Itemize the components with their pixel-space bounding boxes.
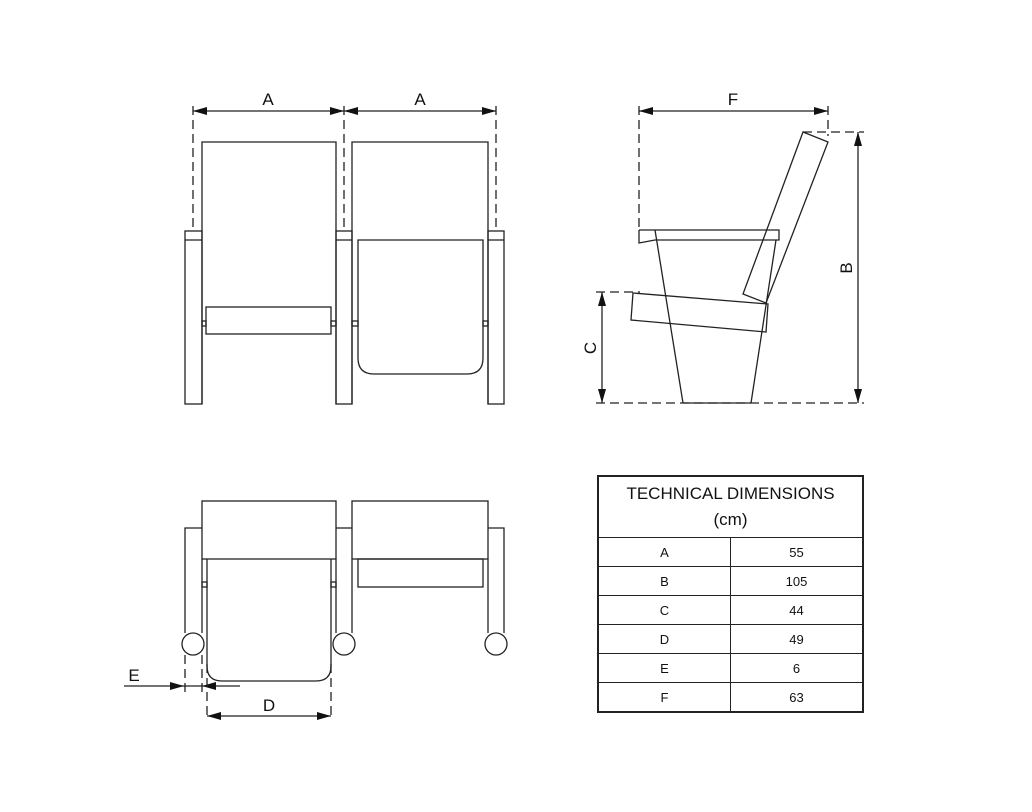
- dim-label-a2: A: [414, 90, 426, 109]
- armrest-end-middle: [332, 632, 356, 656]
- arrowhead: [330, 107, 344, 115]
- folded-seat: [205, 306, 332, 335]
- seat-back-right: [351, 141, 489, 404]
- dim-label-d: D: [263, 696, 275, 715]
- dim-label-c: C: [581, 342, 600, 354]
- armrest-side: [638, 229, 780, 244]
- side-view: F B C: [581, 90, 864, 404]
- arrowhead: [193, 107, 207, 115]
- armrest-end-left: [181, 632, 205, 656]
- table-header: TECHNICAL DIMENSIONS (cm): [597, 475, 864, 538]
- front-view: A A: [184, 90, 505, 405]
- top-view: E D: [124, 500, 508, 720]
- row-key: C: [597, 595, 731, 625]
- row-value: 105: [730, 566, 864, 596]
- open-seat-top: [206, 559, 332, 682]
- row-value: 55: [730, 537, 864, 567]
- row-key: A: [597, 537, 731, 567]
- row-key: E: [597, 653, 731, 683]
- row-value: 44: [730, 595, 864, 625]
- arrowhead: [482, 107, 496, 115]
- back-top-left: [201, 500, 337, 560]
- row-key: D: [597, 624, 731, 654]
- table-title: TECHNICAL DIMENSIONS: [626, 484, 835, 503]
- leg-left: [184, 230, 203, 405]
- row-value: 6: [730, 653, 864, 683]
- dim-label-a1: A: [262, 90, 274, 109]
- dim-label-f: F: [728, 90, 738, 109]
- dim-label-e: E: [128, 666, 139, 685]
- leg-middle: [335, 230, 353, 405]
- row-value: 63: [730, 682, 864, 713]
- row-key: B: [597, 566, 731, 596]
- folded-seat-top: [357, 558, 484, 588]
- table-unit: (cm): [713, 510, 748, 529]
- backrest-side: [742, 131, 829, 304]
- open-seat: [357, 239, 484, 375]
- seat-side: [630, 292, 769, 333]
- row-key: F: [597, 682, 731, 713]
- leg-right: [487, 230, 505, 405]
- back-top-right: [351, 500, 489, 560]
- armrest-end-right: [484, 632, 508, 656]
- dim-label-b: B: [837, 262, 856, 273]
- seat-back-left: [201, 141, 337, 404]
- row-value: 49: [730, 624, 864, 654]
- arrowhead: [344, 107, 358, 115]
